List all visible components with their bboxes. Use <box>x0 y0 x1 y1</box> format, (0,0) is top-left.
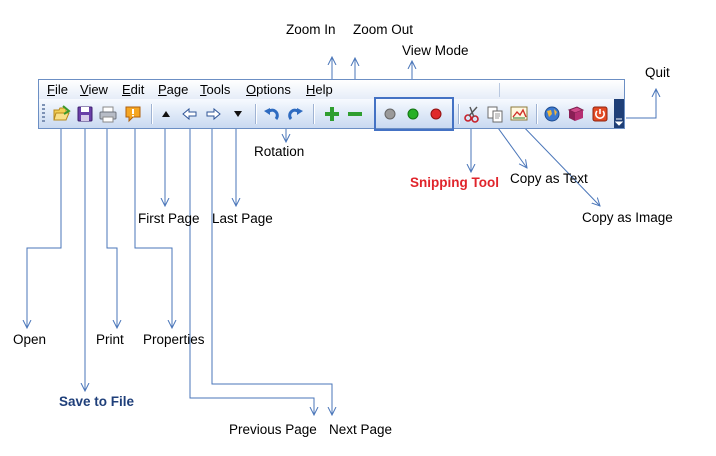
view-mode-red-icon <box>430 108 442 120</box>
view-mode-red-button[interactable] <box>426 104 446 124</box>
zoom-out-button[interactable] <box>345 104 365 124</box>
callout-last-page: Last Page <box>212 211 273 226</box>
print-icon <box>99 106 117 123</box>
last-page-icon <box>234 111 242 117</box>
callout-save-to-file: Save to File <box>59 394 135 409</box>
chevron-down-icon[interactable] <box>615 117 623 126</box>
print-button[interactable] <box>98 104 118 124</box>
properties-icon <box>125 106 141 123</box>
leader-print <box>106 121 117 328</box>
view-mode-gray-button[interactable] <box>380 104 400 124</box>
callout-rotation: Rotation <box>254 144 305 159</box>
menu-edit[interactable]: Edit <box>122 82 145 97</box>
open-button[interactable] <box>52 104 72 124</box>
snipping-tool-icon <box>464 106 479 123</box>
zoom-in-button[interactable] <box>322 104 342 124</box>
callout-copy-as-image: Copy as Image <box>582 210 673 225</box>
toolbar-separator <box>536 104 537 124</box>
last-page-button[interactable] <box>228 104 248 124</box>
save-icon <box>77 106 93 122</box>
callout-previous-page: Previous Page <box>229 422 317 437</box>
menu-view[interactable]: View <box>80 82 108 97</box>
toolbar-overflow-area <box>614 99 624 128</box>
quit-button[interactable] <box>590 104 610 124</box>
menu-bar: File View Edit Page Tools Options Help <box>39 80 624 100</box>
book-icon <box>567 106 585 121</box>
first-page-icon <box>162 111 170 117</box>
callout-print: Print <box>96 332 124 347</box>
leader-next-page <box>211 121 332 415</box>
first-page-button[interactable] <box>156 104 176 124</box>
leader-open <box>27 121 62 328</box>
view-mode-green-icon <box>407 108 419 120</box>
save-button[interactable] <box>75 104 95 124</box>
leader-properties <box>134 121 172 328</box>
book-button[interactable] <box>566 104 586 124</box>
callout-snipping-tool: Snipping Tool <box>410 175 499 190</box>
properties-button[interactable] <box>123 104 143 124</box>
zoom-out-icon <box>348 112 362 116</box>
globe-icon <box>544 106 560 122</box>
toolbar-grip[interactable] <box>42 104 45 123</box>
toolbar <box>39 99 624 128</box>
callout-view-mode: View Mode <box>402 43 469 58</box>
copy-as-image-icon <box>510 106 528 121</box>
rotate-right-button[interactable] <box>285 104 305 124</box>
previous-page-button[interactable] <box>180 104 200 124</box>
app-window: File View Edit Page Tools Options Help <box>38 79 625 129</box>
callout-open: Open <box>13 332 47 347</box>
globe-button[interactable] <box>542 104 562 124</box>
callout-quit: Quit <box>645 65 670 80</box>
view-mode-green-button[interactable] <box>403 104 423 124</box>
open-icon <box>53 105 71 121</box>
menu-page[interactable]: Page <box>158 82 189 97</box>
snipping-tool-button[interactable] <box>462 104 482 124</box>
leader-copy-as-image <box>517 120 600 206</box>
callout-zoom-in: Zoom In <box>286 22 336 37</box>
callout-next-page: Next Page <box>329 422 393 437</box>
quit-icon <box>592 106 608 122</box>
previous-page-icon <box>182 107 197 121</box>
toolbar-separator <box>313 104 314 124</box>
callout-copy-as-text: Copy as Text <box>510 171 588 186</box>
menu-separator <box>499 83 500 97</box>
leader-previous-page <box>189 121 314 415</box>
copy-as-text-button[interactable] <box>485 104 505 124</box>
rotate-left-icon <box>264 108 279 120</box>
next-page-button[interactable] <box>203 104 223 124</box>
callout-first-page: First Page <box>138 211 200 226</box>
view-mode-highlight-frame <box>374 97 454 131</box>
menu-file[interactable]: File <box>47 82 68 97</box>
menu-tools[interactable]: Tools <box>200 82 231 97</box>
copy-as-text-icon <box>487 106 503 123</box>
callout-properties: Properties <box>143 332 205 347</box>
toolbar-separator <box>255 104 256 124</box>
menu-help[interactable]: Help <box>306 82 333 97</box>
toolbar-separator <box>458 104 459 124</box>
rotate-left-button[interactable] <box>262 104 282 124</box>
next-page-icon <box>206 107 221 121</box>
rotate-right-icon <box>288 108 303 120</box>
leader-quit <box>626 89 656 119</box>
copy-as-image-button[interactable] <box>509 104 529 124</box>
zoom-in-icon <box>325 107 339 121</box>
view-mode-gray-icon <box>384 108 396 120</box>
toolbar-separator <box>151 104 152 124</box>
menu-options[interactable]: Options <box>246 82 291 97</box>
callout-zoom-out: Zoom Out <box>353 22 414 37</box>
